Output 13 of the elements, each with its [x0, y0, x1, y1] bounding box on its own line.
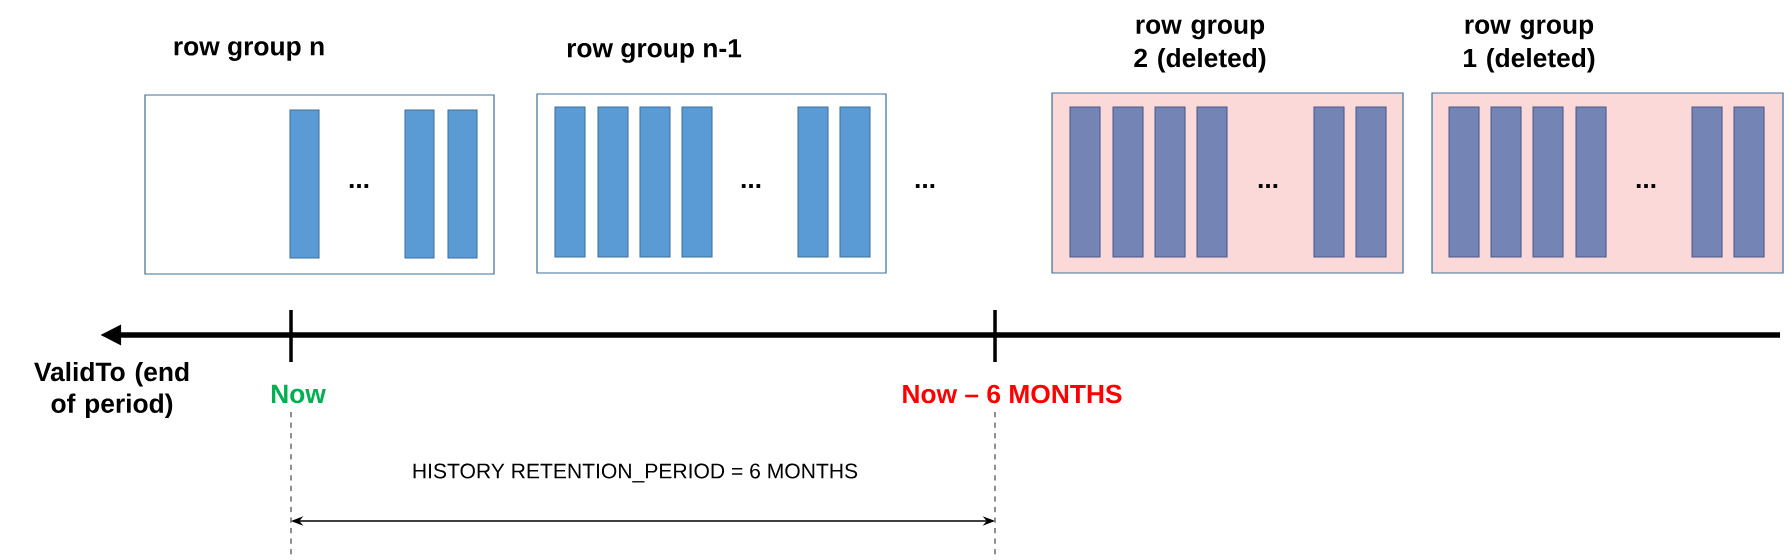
axis-label: ValidTo (end of period)	[34, 361, 189, 419]
time-marker-label: Now	[271, 384, 326, 404]
ellipsis: ...	[741, 184, 761, 188]
time-marker-label: Now – 6 MONTHS	[903, 384, 1122, 404]
ellipsis: ...	[1258, 184, 1278, 188]
ellipsis: ...	[1636, 184, 1656, 188]
group-heading: row group n	[174, 41, 324, 61]
ellipsis: ...	[915, 184, 935, 188]
group-heading: row group 1 (deleted)	[1464, 19, 1595, 73]
group-heading: row group n-1	[567, 39, 742, 63]
ellipsis: ...	[349, 184, 369, 188]
retention-period-label: HISTORY RETENTION_PERIOD = 6 MONTHS	[413, 463, 858, 483]
group-heading: row group 2 (deleted)	[1134, 19, 1266, 73]
